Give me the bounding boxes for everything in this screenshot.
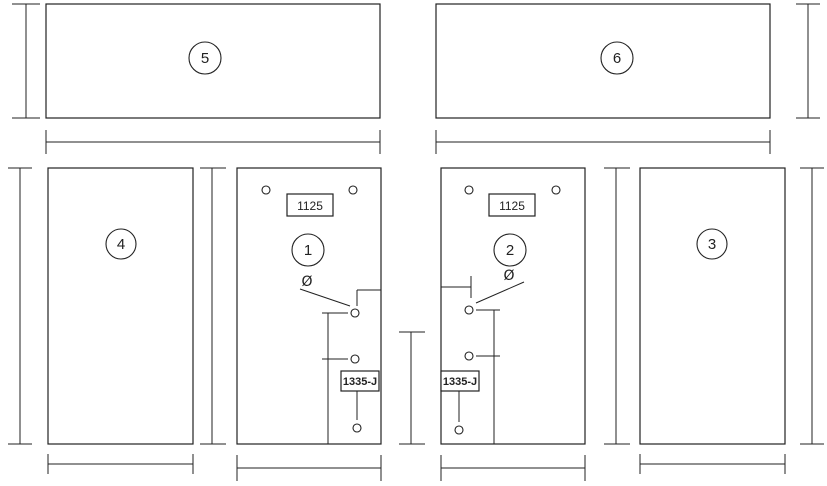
panel-1-number: 1	[304, 242, 312, 259]
panel-1-part-label: 1125	[297, 199, 323, 213]
dimension-line-horizontal-p1	[236, 455, 382, 481]
dimension-line-horizontal-p6	[435, 130, 771, 154]
panel-4	[47, 167, 194, 445]
panel-3-callout	[696, 228, 728, 260]
panel-1-diameter-symbol: Ø	[301, 274, 312, 290]
panel-1-code-label: 1335-J	[343, 376, 377, 388]
dimension-line-horizontal-p2	[440, 455, 586, 481]
dimension-line-vertical-p4-right	[200, 167, 226, 445]
dimension-line-vertical-p5	[12, 3, 40, 119]
panel-2-hole	[551, 185, 561, 195]
panel-5-number: 5	[201, 50, 209, 67]
panel-2-code-label: 1335-J	[443, 376, 477, 388]
panel-1-hole	[352, 423, 362, 433]
dimension-line-horizontal-p5	[45, 130, 381, 154]
panel-1-hole	[348, 185, 358, 195]
panel-1-hole	[350, 354, 360, 364]
dimension-line-vertical-p6	[796, 3, 820, 119]
panel-2-hole	[464, 351, 474, 361]
panel-1-hole	[350, 308, 360, 318]
panel-2-part-label: 1125	[499, 199, 525, 213]
panel-2-code-box	[440, 370, 480, 392]
panel-3	[639, 167, 786, 445]
panel-2-callout	[493, 233, 527, 267]
panel-1-leader-line	[299, 288, 351, 307]
panel-1-code-box	[340, 370, 380, 392]
panel-6-number: 6	[613, 50, 621, 67]
panel-1-callout	[291, 233, 325, 267]
panel-2-number: 2	[506, 242, 514, 259]
panel-1-hole	[261, 185, 271, 195]
dimension-line-vertical-p3-right	[800, 167, 824, 445]
panel-4-number: 4	[117, 236, 125, 253]
dimension-line-vertical-p3-left	[604, 167, 630, 445]
panel-2-hole	[464, 185, 474, 195]
panel-2-part-label-box	[488, 193, 536, 217]
panel-5-callout	[188, 41, 222, 75]
dimension-line-horizontal-p4	[47, 454, 194, 474]
dimension-line-vertical-p4-left	[8, 167, 32, 445]
panel-2-leader-line	[475, 281, 525, 304]
dimension-line-horizontal-p3	[639, 454, 786, 474]
panel-4-callout	[105, 228, 137, 260]
dimension-line-vertical-center	[399, 331, 425, 445]
panel-2-hole	[454, 425, 464, 435]
panel-2-hole	[464, 305, 474, 315]
panel-1-part-label-box	[286, 193, 334, 217]
panel-3-number: 3	[708, 236, 716, 253]
panel-2-diameter-symbol: Ø	[503, 268, 514, 284]
panel-6-callout	[600, 41, 634, 75]
